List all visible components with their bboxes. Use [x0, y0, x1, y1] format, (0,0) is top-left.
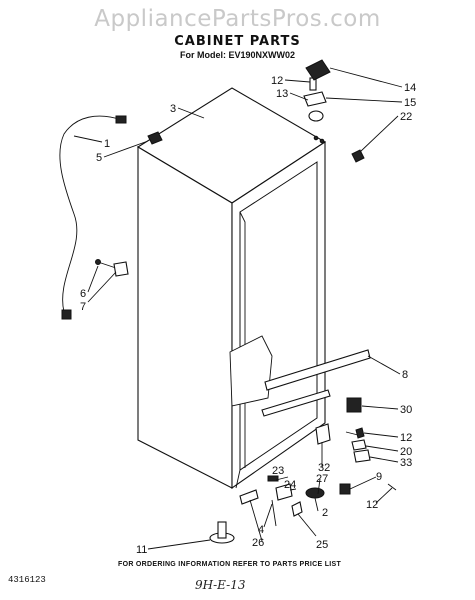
callout-9: 9 — [376, 471, 382, 483]
callout-33: 33 — [400, 457, 412, 469]
part-8-strip — [264, 349, 371, 391]
part-5-clip — [147, 131, 163, 145]
callout-12-right: 12 — [400, 432, 412, 444]
part-6-7-screw-bracket — [95, 259, 129, 277]
callout-4: 4 — [258, 524, 264, 536]
callout-11: 11 — [136, 544, 147, 556]
callout-23: 23 — [272, 465, 284, 477]
callout-22: 22 — [400, 111, 412, 123]
callout-5: 5 — [96, 152, 102, 164]
callout-1: 1 — [104, 138, 110, 150]
callout-25: 25 — [316, 539, 328, 551]
callout-26: 26 — [252, 537, 264, 549]
callout-12-top: 12 — [271, 75, 283, 87]
part-22-plug — [351, 149, 365, 163]
cabinet-shell — [136, 87, 327, 490]
callout-24: 24 — [284, 479, 296, 491]
top-hardware-group — [303, 59, 331, 144]
ordering-note: FOR ORDERING INFORMATION REFER TO PARTS … — [118, 561, 342, 568]
hinge-parts — [315, 397, 397, 495]
callout-8: 8 — [402, 369, 408, 381]
page-title: CABINET PARTS — [174, 34, 301, 49]
bottom-parts — [209, 475, 325, 544]
callout-3: 3 — [170, 103, 176, 115]
callout-12-bottom: 12 — [366, 499, 378, 511]
callout-20: 20 — [400, 446, 412, 458]
callout-27: 27 — [316, 473, 328, 485]
power-cord — [59, 115, 127, 320]
callout-7: 7 — [80, 301, 86, 313]
leader-lines — [73, 67, 403, 550]
callout-2: 2 — [322, 507, 328, 519]
callout-13: 13 — [276, 88, 288, 100]
handwritten-note: 9H-E-13 — [195, 578, 246, 592]
document-number: 4316123 — [8, 575, 46, 585]
callout-15: 15 — [404, 97, 416, 109]
callout-6: 6 — [80, 288, 86, 300]
model-subtitle: For Model: EV190NXWW02 — [179, 50, 296, 60]
callout-32: 32 — [318, 462, 330, 474]
callout-14: 14 — [404, 82, 416, 94]
callout-labels: 1 2 3 4 5 6 7 8 9 11 12 12 12 13 14 15 2… — [80, 75, 416, 556]
callout-30: 30 — [400, 404, 412, 416]
lower-rail — [261, 389, 331, 417]
